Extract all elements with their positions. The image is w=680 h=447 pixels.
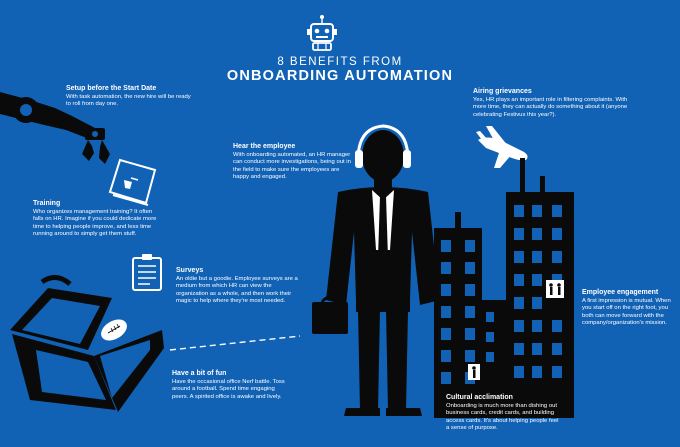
title-line2: ONBOARDING AUTOMATION xyxy=(226,68,454,84)
benefit-body: With onboarding automated, an HR manager… xyxy=(233,152,351,180)
book-icon xyxy=(108,158,157,206)
benefit-airing: Airing grievances Yes, HR plays an impor… xyxy=(473,87,633,119)
benefit-cultural: Cultural acclimation Onboarding is much … xyxy=(446,393,562,432)
benefit-body: With task automation, the new hire will … xyxy=(66,94,191,108)
city-buildings-icon xyxy=(434,158,574,418)
benefit-heading: Cultural acclimation xyxy=(446,394,513,401)
robotic-arm-icon xyxy=(0,92,110,164)
benefit-engagement: Employee engagement A first impression i… xyxy=(582,288,678,327)
open-briefcase-icon xyxy=(10,275,164,412)
benefit-heading: Training xyxy=(33,200,61,207)
benefit-heading: Airing grievances xyxy=(473,88,532,95)
benefit-body: An oldie but a goodie. Employee surveys … xyxy=(176,276,298,304)
benefit-heading: Surveys xyxy=(176,267,204,274)
airplane-icon xyxy=(476,126,528,168)
benefit-hear: Hear the employee With onboarding automa… xyxy=(233,142,353,181)
benefit-body: Yes, HR plays an important role in filte… xyxy=(473,97,628,118)
benefit-heading: Employee engagement xyxy=(582,289,659,296)
connector-line xyxy=(169,335,301,351)
football-icon xyxy=(101,319,127,341)
benefit-body: Who organizes management training? It of… xyxy=(33,209,157,237)
benefit-training: Training Who organizes management traini… xyxy=(33,199,163,238)
benefit-body: Have the occasional office Nerf battle. … xyxy=(172,379,285,400)
robot-icon xyxy=(307,15,337,51)
benefit-setup: Setup before the Start Date With task au… xyxy=(66,84,196,109)
businessman-with-headphones-icon xyxy=(312,124,440,416)
benefit-heading: Have a bit of fun xyxy=(172,370,227,377)
benefit-body: Onboarding is much more than dishing out… xyxy=(446,403,559,431)
benefit-surveys: Surveys An oldie but a goodie. Employee … xyxy=(176,266,302,305)
benefit-heading: Setup before the Start Date xyxy=(66,85,157,92)
benefit-body: A first impression is mutual. When you s… xyxy=(582,298,671,326)
benefit-fun: Have a bit of fun Have the occasional of… xyxy=(172,369,288,401)
clipboard-icon xyxy=(132,254,162,291)
benefit-heading: Hear the employee xyxy=(233,143,296,150)
title-line1: 8 BENEFITS FROM xyxy=(277,56,403,68)
